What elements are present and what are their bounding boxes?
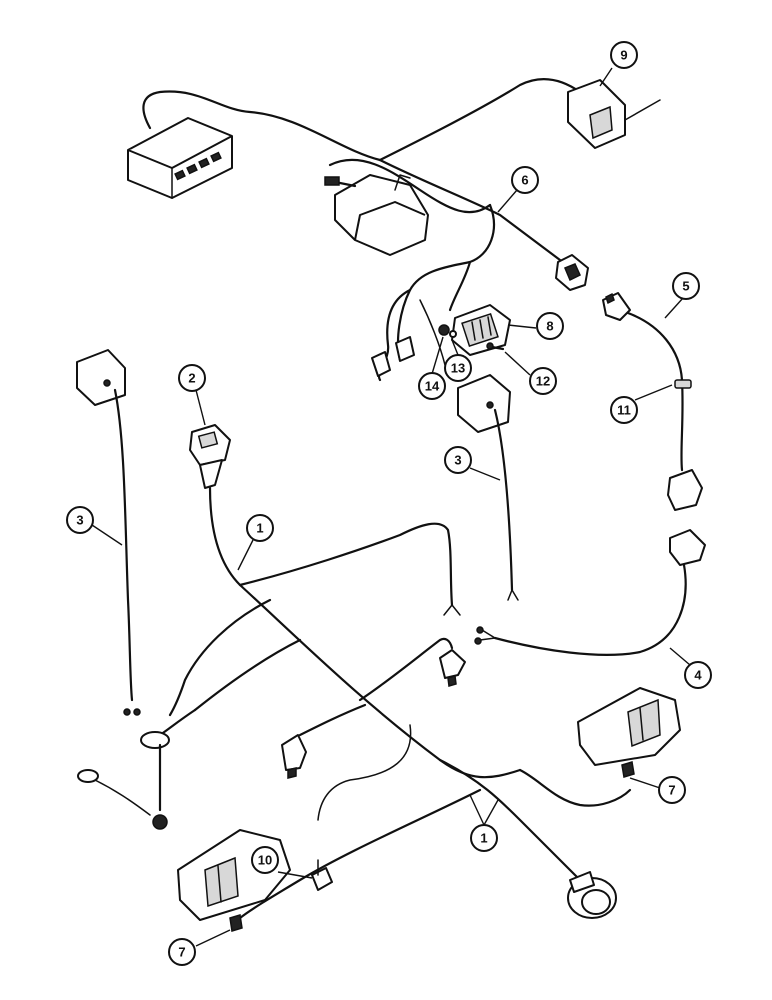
svg-text:3: 3	[454, 453, 461, 468]
part-8-switch-panel	[451, 304, 511, 356]
part-10-clip	[311, 859, 333, 891]
svg-text:10: 10	[258, 853, 272, 868]
upper-harness	[142, 78, 582, 382]
callout-14: 14	[418, 372, 446, 400]
sensor-upper	[439, 649, 466, 687]
part-3-lamp-left	[76, 349, 141, 716]
switch-connectors	[371, 336, 415, 377]
wiper-motor	[324, 174, 429, 256]
svg-text:2: 2	[188, 371, 195, 386]
part-5-harness	[602, 292, 703, 511]
callout-10: 10	[251, 846, 279, 874]
callout-12: 12	[529, 367, 557, 395]
trailer-socket	[567, 871, 617, 919]
svg-text:9: 9	[620, 48, 627, 63]
part-1-main-harness	[158, 486, 632, 920]
part-13-washer	[449, 330, 457, 338]
svg-text:13: 13	[451, 361, 465, 376]
part-2-switch	[189, 424, 231, 489]
part-11-grommet	[674, 379, 692, 389]
part-6-connector	[555, 254, 589, 291]
callout-4: 4	[684, 661, 712, 689]
part-4-harness	[474, 529, 706, 656]
svg-text:11: 11	[617, 403, 631, 418]
callout-13: 13	[444, 354, 472, 382]
svg-text:7: 7	[178, 945, 185, 960]
svg-text:7: 7	[668, 783, 675, 798]
callout-1-lower: 1	[470, 824, 498, 852]
svg-text:6: 6	[521, 173, 528, 188]
part-7-lamp-left	[177, 829, 291, 932]
callout-8: 8	[536, 312, 564, 340]
part-12-screw	[486, 342, 505, 351]
callout-6: 6	[511, 166, 539, 194]
callout-1-upper: 1	[246, 514, 274, 542]
sensor-lower	[281, 734, 307, 779]
svg-text:5: 5	[682, 279, 689, 294]
svg-text:3: 3	[76, 513, 83, 528]
callout-2: 2	[178, 364, 206, 392]
svg-text:8: 8	[546, 319, 553, 334]
part-7-lamp-right	[577, 687, 681, 778]
part-9-lamp	[567, 79, 661, 149]
float-sender	[77, 731, 170, 830]
svg-text:1: 1	[480, 831, 487, 846]
radio-unit	[127, 117, 233, 199]
callout-11: 11	[610, 396, 638, 424]
callout-7-right: 7	[658, 776, 686, 804]
callout-9: 9	[610, 41, 638, 69]
callout-7-left: 7	[168, 938, 196, 966]
svg-text:1: 1	[256, 521, 263, 536]
callout-3-right: 3	[444, 446, 472, 474]
callout-5: 5	[672, 272, 700, 300]
part-14-nut	[438, 324, 450, 336]
svg-text:14: 14	[425, 379, 440, 394]
svg-text:4: 4	[694, 668, 702, 683]
leader-lines	[91, 67, 691, 947]
callout-3-left: 3	[66, 506, 94, 534]
part-3-lamp-center	[457, 374, 519, 601]
svg-text:12: 12	[536, 374, 550, 389]
